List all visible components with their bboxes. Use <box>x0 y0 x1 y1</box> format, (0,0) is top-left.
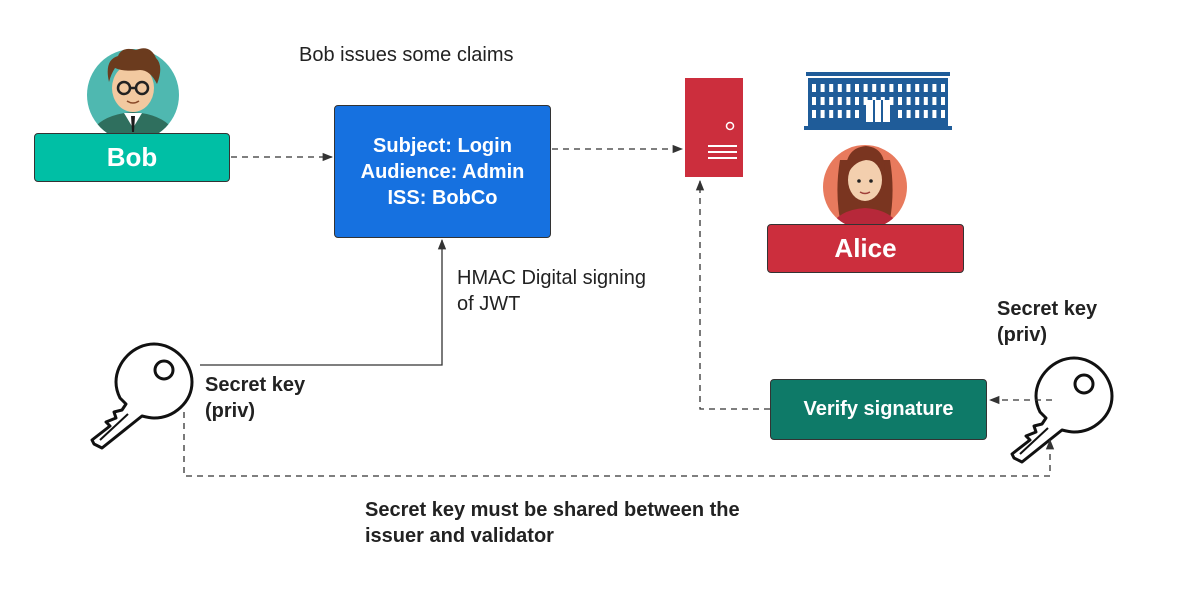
connector-key-to-claims <box>200 238 447 366</box>
bob-node: Bob <box>34 133 230 182</box>
key-icon <box>1010 356 1114 464</box>
secret-key-right-label: Secret key (priv) <box>997 296 1097 348</box>
shared-key-note: Secret key must be shared between the is… <box>365 497 740 549</box>
secret-key-left-line-1: Secret key <box>205 374 306 396</box>
secret-key-left-label: Secret key (priv) <box>205 372 305 424</box>
hmac-line-2: of JWT <box>457 293 521 315</box>
hmac-signing-label: HMAC Digital signing of JWT <box>457 265 646 317</box>
claim-audience: Audience: Admin <box>360 160 525 183</box>
shared-key-line-1: Secret key must be shared between the <box>365 499 740 521</box>
claim-subject: Subject: Login <box>373 134 512 157</box>
secret-key-left-line-2: (priv) <box>205 400 255 422</box>
shared-key-line-2: issuer and validator <box>365 525 554 547</box>
woman-avatar-icon <box>823 145 907 229</box>
verify-signature-node: Verify signature <box>770 379 987 440</box>
alice-label: Alice <box>834 233 897 263</box>
hmac-line-1: HMAC Digital signing <box>457 267 646 289</box>
verify-label: Verify signature <box>803 398 954 420</box>
secret-key-right-line-1: Secret key <box>997 298 1098 320</box>
connector-shared-key <box>183 412 1055 477</box>
server-icon <box>685 78 743 177</box>
man-avatar-icon <box>87 48 179 141</box>
claim-iss: ISS: BobCo <box>387 186 498 209</box>
building-icon <box>804 72 952 130</box>
alice-node: Alice <box>767 224 964 273</box>
bob-issues-label: Bob issues some claims <box>299 44 514 66</box>
connector-verify-to-server <box>695 179 770 410</box>
key-icon <box>90 342 194 450</box>
secret-key-right-line-2: (priv) <box>997 324 1047 346</box>
bob-label: Bob <box>106 142 158 172</box>
claims-node: Subject: Login Audience: Admin ISS: BobC… <box>334 105 551 238</box>
